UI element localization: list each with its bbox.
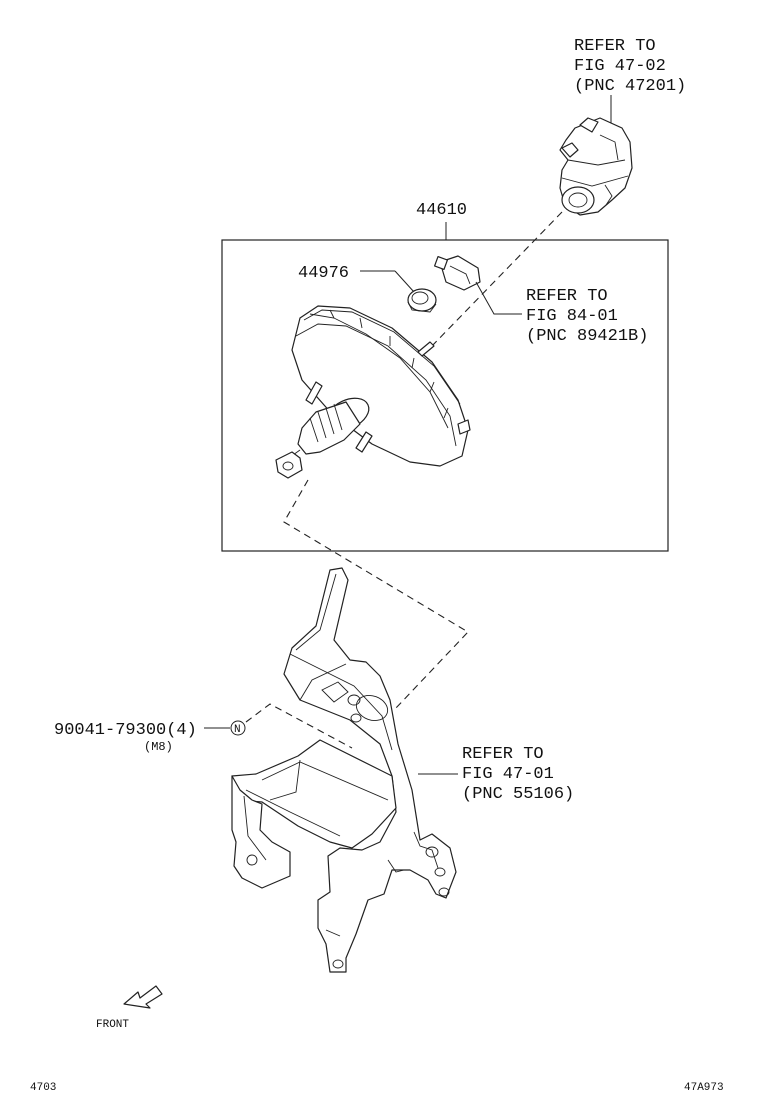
figure-code: 4703 xyxy=(30,1082,56,1094)
brake-booster-drawing xyxy=(275,305,471,479)
ref-47-02-line2: FIG 47-02 xyxy=(574,57,666,76)
ref-84-01-line1: REFER TO xyxy=(526,287,608,306)
nut-symbol-icon xyxy=(230,720,246,736)
illustration-code: 47A973 xyxy=(684,1082,724,1094)
pedal-bracket-drawing xyxy=(231,567,457,973)
ref-47-01-line2: FIG 47-01 xyxy=(462,765,554,784)
part-44976-number: 44976 xyxy=(298,264,349,283)
dash-line-master-to-booster xyxy=(429,211,563,349)
dash-line-booster-to-bracket xyxy=(283,479,469,709)
part-44976-leader-d xyxy=(394,270,415,293)
ref-47-02-line3: (PNC 47201) xyxy=(574,77,686,96)
nut-size-note: (M8) xyxy=(144,740,173,754)
nut-symbol-letter: N xyxy=(234,724,241,736)
front-label: FRONT xyxy=(96,1019,129,1031)
ref-47-01-line3: (PNC 55106) xyxy=(462,785,574,804)
ref-84-01-line2: FIG 84-01 xyxy=(526,307,618,326)
ref-84-01-leader xyxy=(475,281,522,315)
vacuum-sensor-drawing xyxy=(433,255,481,291)
nut-part-number: 90041-79300(4) xyxy=(54,721,197,740)
ref-47-01-line1: REFER TO xyxy=(462,745,544,764)
front-arrow-icon xyxy=(123,985,163,1009)
ref-84-01-line3: (PNC 89421B) xyxy=(526,327,648,346)
ref-47-02-line1: REFER TO xyxy=(574,37,656,56)
master-cylinder-drawing xyxy=(559,117,633,216)
dash-line-nut xyxy=(245,703,353,749)
main-assembly-part-number: 44610 xyxy=(416,201,467,220)
grommet-drawing xyxy=(407,288,437,313)
assembly-frame xyxy=(221,239,669,552)
